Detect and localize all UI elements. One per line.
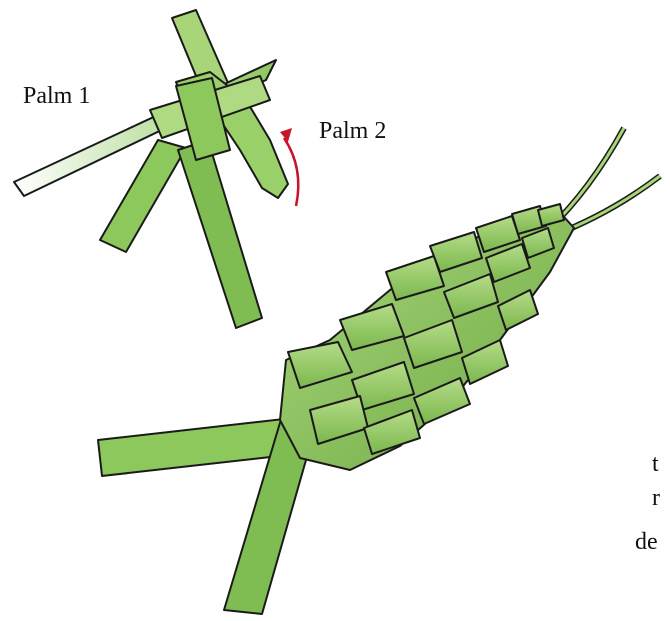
edge-text-fragment: t [652, 452, 659, 476]
edge-text-fragment: r [652, 486, 660, 510]
braid-figure [98, 128, 660, 614]
palm-1-label: Palm 1 [23, 84, 90, 108]
edge-text-fragment: de [635, 530, 658, 554]
palm-strip-lower-left [100, 140, 186, 252]
rotation-arrow [280, 128, 298, 206]
start-knot-figure [14, 10, 288, 328]
palm-2-label: Palm 2 [319, 119, 386, 143]
